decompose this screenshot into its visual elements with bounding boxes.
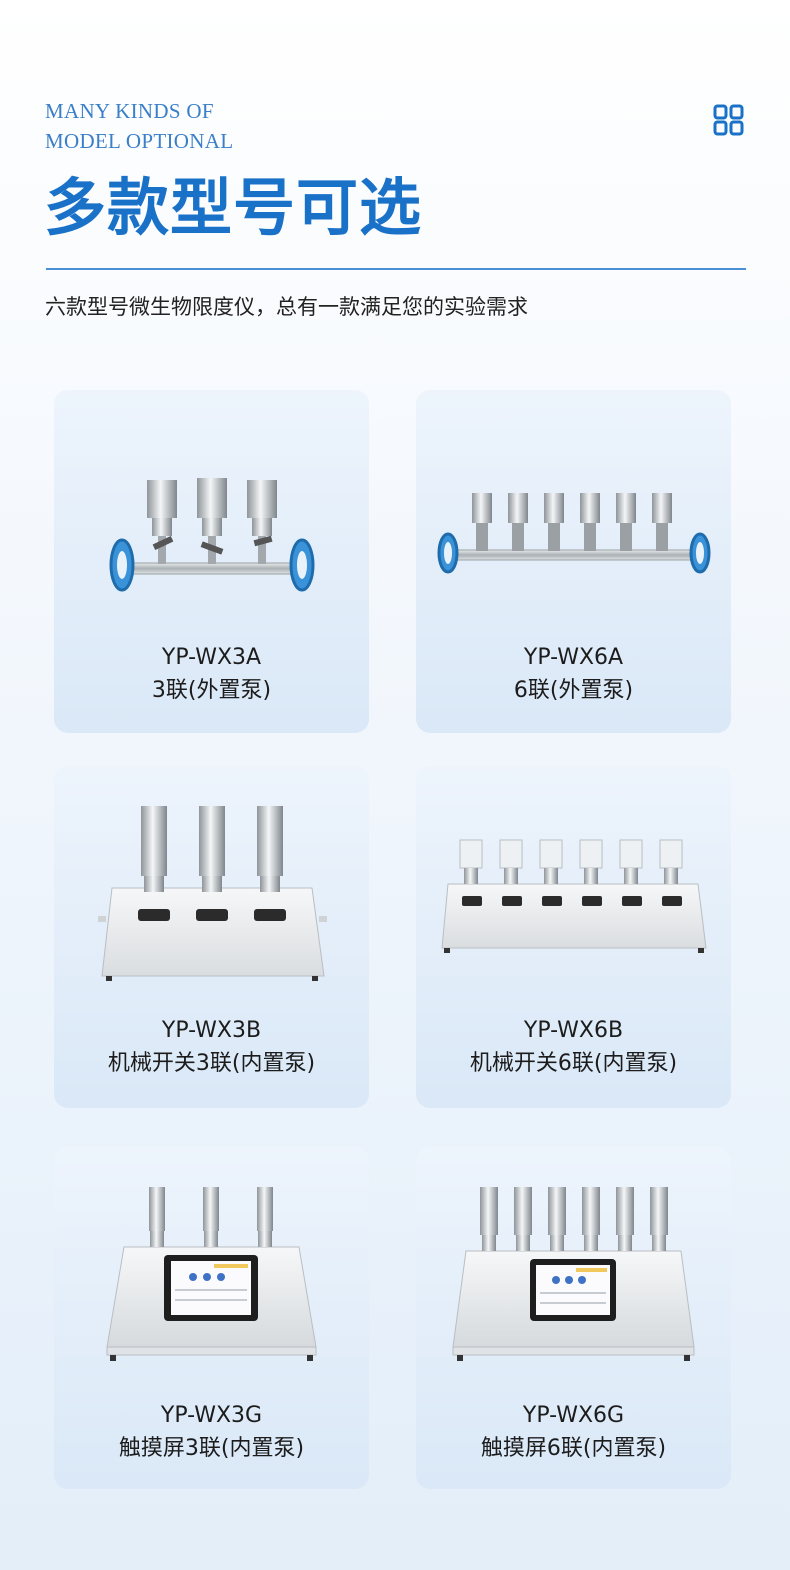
product-image-wx3b <box>98 806 327 981</box>
product-card-wx6b[interactable]: YP-WX6B 机械开关6联(内置泵) <box>416 766 731 1108</box>
product-image-wx3a <box>109 478 315 592</box>
product-model: YP-WX6B <box>523 1018 624 1043</box>
product-model: YP-WX3G <box>160 1403 263 1428</box>
product-image-wx3g <box>106 1187 317 1361</box>
product-model: YP-WX6A <box>523 645 624 670</box>
product-desc: 机械开关3联(内置泵) <box>107 1051 316 1076</box>
product-card-wx6a[interactable]: YP-WX6A 6联(外置泵) <box>416 390 731 733</box>
page-subtitle: 六款型号微生物限度仪，总有一款满足您的实验需求 <box>45 295 528 319</box>
product-image-wx6g <box>452 1187 695 1361</box>
product-card-wx3g[interactable]: YP-WX3G 触摸屏3联(内置泵) <box>54 1147 369 1489</box>
product-card-wx6g[interactable]: YP-WX6G 触摸屏6联(内置泵) <box>416 1147 731 1489</box>
english-title-line1: MANY KINDS OF <box>45 99 214 123</box>
grid-icon <box>713 104 744 136</box>
product-desc: 机械开关6联(内置泵) <box>469 1051 678 1076</box>
product-desc: 3联(外置泵) <box>151 678 272 703</box>
product-model: YP-WX6G <box>522 1403 625 1428</box>
page-title: 多款型号可选 <box>44 171 423 244</box>
product-model: YP-WX3A <box>161 645 262 670</box>
title-divider <box>46 268 746 270</box>
product-card-wx3a[interactable]: YP-WX3A 3联(外置泵) <box>54 390 369 733</box>
product-image-wx6a <box>437 493 711 574</box>
product-desc: 触摸屏3联(内置泵) <box>118 1436 305 1461</box>
product-desc: 6联(外置泵) <box>513 678 634 703</box>
product-card-wx3b[interactable]: YP-WX3B 机械开关3联(内置泵) <box>54 766 369 1108</box>
english-title-line2: MODEL OPTIONAL <box>45 129 234 153</box>
product-image-wx6b <box>441 839 707 953</box>
product-model: YP-WX3B <box>161 1018 262 1043</box>
english-title: MANY KINDS OF MODEL OPTIONAL <box>45 96 233 156</box>
product-desc: 触摸屏6联(内置泵) <box>480 1436 667 1461</box>
